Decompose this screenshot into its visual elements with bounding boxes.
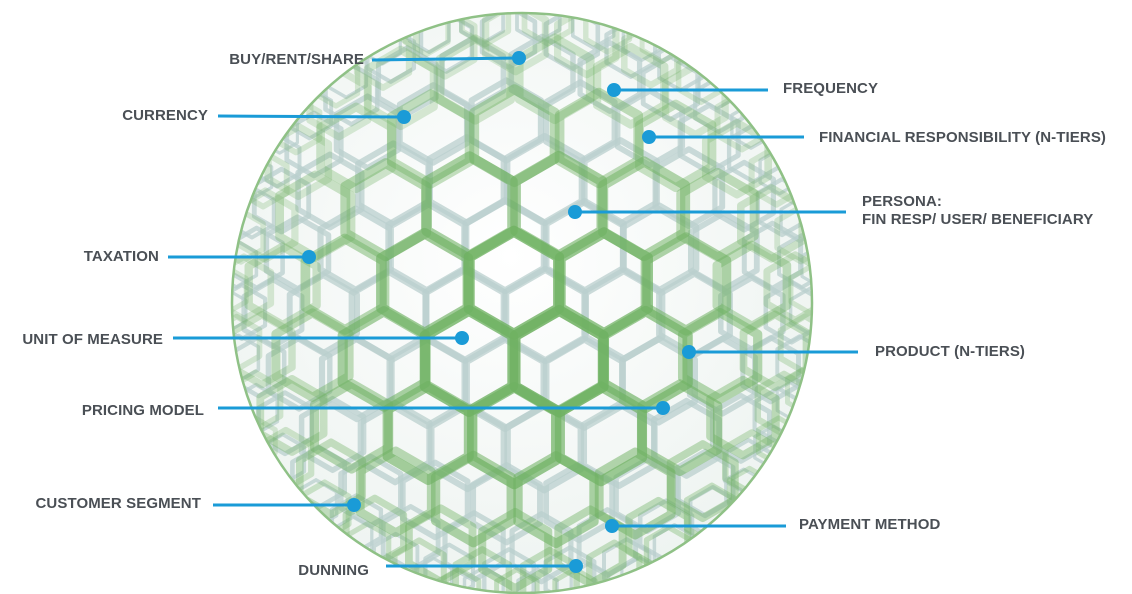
hexagon-cell [256, 375, 328, 456]
callout-line-currency [217, 114, 405, 119]
callout-dot-unit-of-measure [455, 331, 469, 345]
hexagon-cell [569, 561, 611, 593]
label-financial-responsibility: FINANCIAL RESPONSIBILITY (N-TIERS) [819, 129, 1107, 146]
hexagon-cell [316, 102, 396, 194]
callout-dot-persona [568, 205, 582, 219]
callout-dot-taxation [302, 250, 316, 264]
hexagon-cell [594, 447, 676, 540]
hexagon-cell [244, 242, 321, 330]
hexagon-cell [232, 207, 266, 265]
label-persona: PERSONA: FIN RESP/ USER/ BENEFICIARY [862, 193, 1093, 229]
callout-dot-dunning [569, 559, 583, 573]
hexagon-cell [552, 566, 598, 593]
callout-dot-pricing-model [656, 401, 670, 415]
hexagon-cell [516, 567, 559, 593]
label-persona-title: PERSONA: [862, 193, 942, 210]
label-taxation: TAXATION [83, 248, 159, 265]
hexagon-cell [399, 459, 471, 541]
callout-dot-product [682, 345, 696, 359]
callout-dot-frequency [607, 83, 621, 97]
hexagon-cell [513, 451, 599, 549]
hexagon-cell [515, 13, 562, 44]
hexagon-cell [739, 310, 811, 391]
hexagon-cell [740, 335, 801, 405]
label-dunning: DUNNING [298, 562, 369, 579]
hexagon-cell [774, 204, 812, 265]
hexagon-cell [357, 399, 433, 486]
callout-dot-buy-rent-share [512, 51, 526, 65]
hexagon-cell [706, 375, 780, 460]
hexagon-cell [391, 537, 447, 593]
hexagon-cell [232, 311, 296, 389]
hexagon-cell [619, 335, 698, 426]
label-frequency: FREQUENCY [783, 80, 879, 97]
hexagon-cell [414, 556, 454, 593]
hexagon-cell [295, 151, 365, 231]
hexagon-cell [712, 240, 792, 331]
hexagon-cell [494, 567, 540, 593]
hexagon-cell [290, 444, 348, 510]
hexagon-cell [677, 307, 763, 404]
hexagon-cell [423, 542, 476, 593]
hexagon-cell [543, 545, 597, 593]
hexagon-cell [430, 450, 516, 548]
label-pricing-model: PRICING MODEL [81, 402, 204, 419]
label-payment-method: PAYMENT METHOD [799, 516, 941, 533]
hexagon-cell [232, 264, 249, 316]
hexagon-cell [478, 507, 553, 593]
label-buy-rent-share: BUY/RENT/SHARE [229, 51, 364, 68]
label-customer-segment: CUSTOMER SEGMENT [35, 495, 201, 512]
label-unit-of-measure: UNIT OF MEASURE [22, 331, 163, 348]
hexagon-cell [666, 440, 739, 523]
hexagon-cell [232, 185, 276, 240]
hexagon-cell [459, 13, 512, 48]
label-product: PRODUCT (N-TIERS) [875, 343, 1026, 360]
callout-dot-currency [397, 110, 411, 124]
hexagon-cell [363, 45, 438, 131]
hexagon-cell [355, 446, 436, 538]
hexagon-cell [592, 42, 669, 129]
callout-line-buy-rent-share [371, 56, 520, 62]
hexagon-cell [577, 40, 643, 115]
callout-lines [168, 51, 858, 573]
callout-dot-customer-segment [347, 498, 361, 512]
hexagon-cell [570, 13, 616, 50]
hexagon-cell [482, 547, 536, 593]
hexagon-cell [586, 539, 643, 593]
label-persona-detail: FIN RESP/ USER/ BENEFICIARY [862, 211, 1094, 228]
hexagon-cell [470, 462, 543, 546]
hexagon-cell [396, 82, 470, 166]
hexagon-cell [521, 13, 575, 47]
sphere-outline [230, 11, 814, 594]
hexagon-cell [462, 565, 505, 593]
hexagon-cell [232, 253, 275, 323]
hexagon-cell [295, 438, 367, 519]
hexagon-cell [763, 251, 812, 324]
hexagon-cell [677, 102, 741, 175]
hexagon-cell [800, 244, 812, 289]
hexagon-cell [712, 159, 776, 233]
callout-dot-financial-responsibility [642, 130, 656, 144]
callout-dot-payment-method [605, 519, 619, 533]
hexagon-cell [635, 99, 717, 193]
label-currency: CURRENCY [122, 107, 208, 124]
hexagon-cell [481, 13, 550, 76]
hexagon-cell [709, 392, 773, 464]
hexagon-cell [298, 395, 367, 474]
hexagon-cell [637, 379, 723, 477]
